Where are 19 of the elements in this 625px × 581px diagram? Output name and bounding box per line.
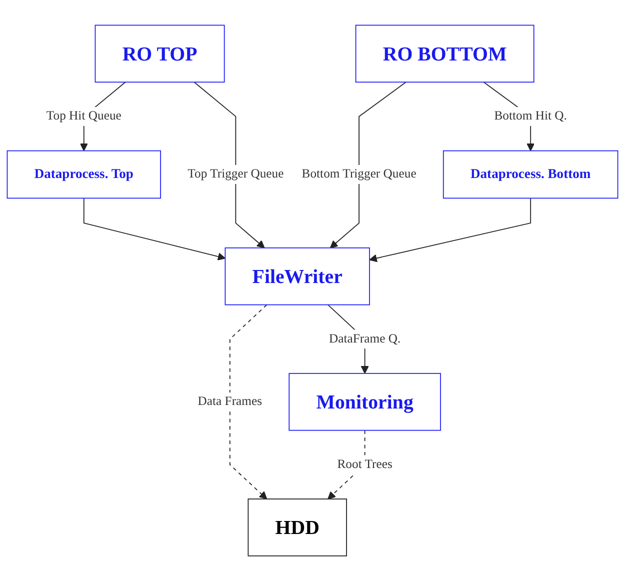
arrow <box>229 304 268 500</box>
node-box: FileWriter <box>224 247 370 306</box>
node-box: RO BOTTOM <box>355 24 534 83</box>
node-box: Monitoring <box>288 372 441 431</box>
edge-label: Top Trigger Queue <box>188 168 284 182</box>
edge-label: Root Trees <box>337 458 392 472</box>
arrow <box>369 198 532 262</box>
edge-label: DataFrame Q. <box>329 332 401 346</box>
node-box: HDD <box>248 498 347 556</box>
edge-label: Bottom Trigger Queue <box>302 168 416 182</box>
edge-label: Data Frames <box>198 395 262 409</box>
arrow <box>330 82 406 248</box>
edge-label: Top Hit Queue <box>46 110 122 124</box>
arrow <box>83 198 226 260</box>
node-box: RO TOP <box>94 24 225 83</box>
edge-label: Bottom Hit Q. <box>494 110 567 124</box>
arrow <box>194 82 265 248</box>
node-box: Dataprocess. Bottom <box>442 150 618 199</box>
node-box: Dataprocess. Top <box>6 150 161 199</box>
